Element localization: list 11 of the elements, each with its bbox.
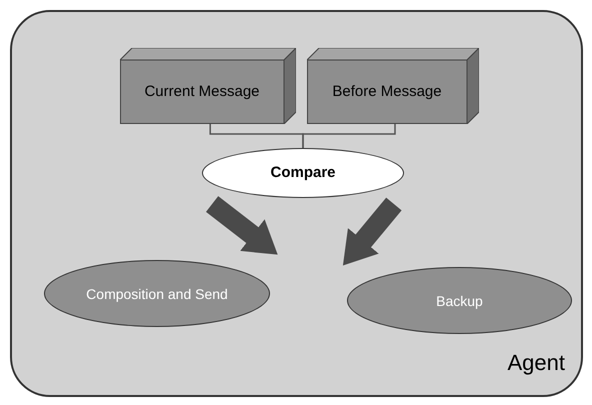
block-arrow: [342, 198, 402, 266]
agent-container: [10, 10, 583, 397]
ellipse-label: Backup: [436, 292, 483, 311]
block-label: Current Message: [144, 82, 260, 102]
container-label: Agent: [508, 349, 565, 377]
block-label: Before Message: [332, 82, 442, 102]
message-block: [120, 48, 296, 124]
bracket-connector: [302, 124, 396, 148]
message-block: [307, 48, 479, 124]
ellipse-label: Compare: [270, 163, 336, 183]
ellipse-label: Composition and Send: [86, 284, 228, 304]
